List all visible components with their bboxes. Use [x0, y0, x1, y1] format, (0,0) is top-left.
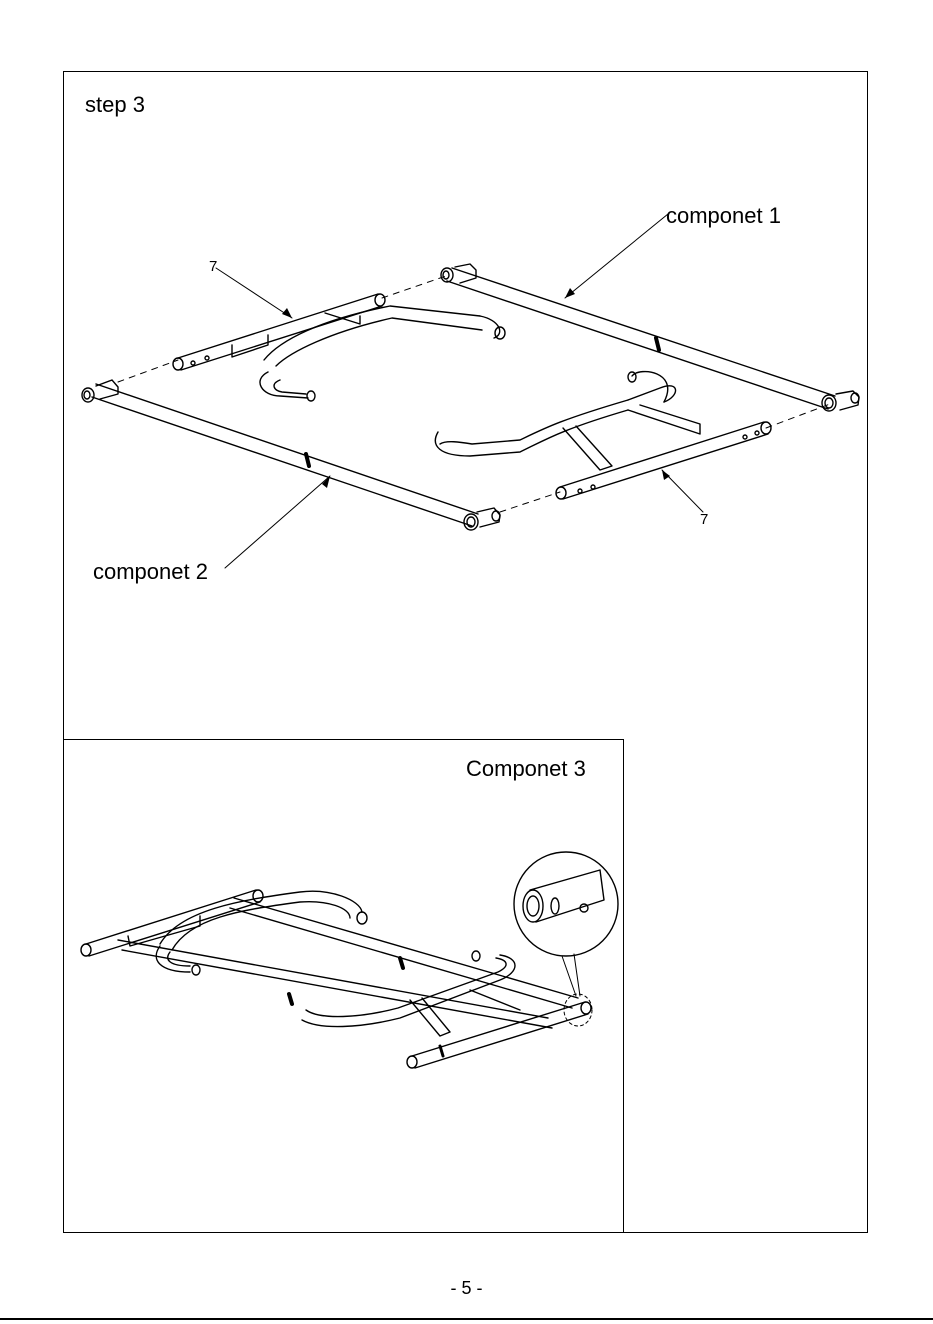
component-2-rail: [82, 380, 500, 530]
detail-magnifier: [514, 852, 618, 996]
part-7-right: [435, 372, 771, 499]
bottom-rule: [0, 1318, 933, 1320]
page-number: - 5 -: [0, 1278, 933, 1299]
part-7-left: [173, 294, 505, 401]
